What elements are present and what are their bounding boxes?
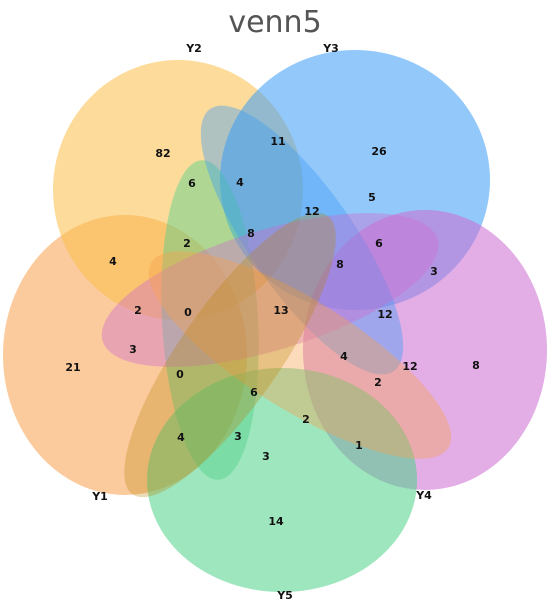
- region-count: 12: [304, 205, 319, 218]
- region-count: 5: [368, 191, 376, 204]
- set-y1-petal: [148, 251, 452, 459]
- region-count: 2: [183, 237, 191, 250]
- region-count: 6: [250, 386, 258, 399]
- region-count: 8: [247, 227, 255, 240]
- region-count: 0: [184, 306, 192, 319]
- region-count: 6: [188, 177, 196, 190]
- region-count: 4: [340, 350, 348, 363]
- set-label-y2: Y2: [185, 42, 202, 55]
- region-count: 2: [302, 413, 310, 426]
- set-y5-circle: [147, 368, 417, 592]
- region-count: 14: [268, 515, 284, 528]
- region-count: 0: [176, 368, 184, 381]
- region-count: 11: [270, 135, 285, 148]
- set-label-y4: Y4: [415, 489, 432, 502]
- region-count: 6: [375, 237, 383, 250]
- region-count: 8: [336, 258, 344, 271]
- region-count: 21: [65, 361, 80, 374]
- set-y4-petal: [101, 213, 439, 367]
- region-count: 82: [155, 147, 170, 160]
- region-count: 13: [273, 304, 288, 317]
- region-count: 8: [472, 359, 480, 372]
- set-y5-petal: [161, 160, 259, 480]
- region-count: 3: [430, 265, 438, 278]
- region-count: 26: [371, 145, 387, 158]
- region-count: 12: [402, 360, 417, 373]
- chart-title: venn5: [228, 5, 321, 40]
- set-y2-petal: [124, 212, 336, 498]
- region-count: 3: [234, 430, 242, 443]
- region-count: 4: [236, 176, 244, 189]
- region-count: 4: [109, 255, 117, 268]
- region-counts: 82 26 8 14 21 11 3 1 4 4 6 4 2 8 12 5 6 …: [65, 135, 479, 528]
- region-count: 4: [177, 431, 185, 444]
- region-count: 2: [374, 376, 382, 389]
- region-count: 3: [129, 343, 137, 356]
- set-label-y3: Y3: [322, 42, 339, 55]
- set-y3-petal: [200, 105, 404, 375]
- set-labels: Y1 Y2 Y3 Y4 Y5: [91, 42, 432, 602]
- region-count: 3: [262, 450, 270, 463]
- region-count: 1: [355, 439, 363, 452]
- venn-shapes: [3, 50, 547, 592]
- region-count: 2: [134, 304, 142, 317]
- set-label-y1: Y1: [91, 490, 108, 503]
- set-label-y5: Y5: [276, 589, 293, 602]
- region-count: 12: [377, 308, 392, 321]
